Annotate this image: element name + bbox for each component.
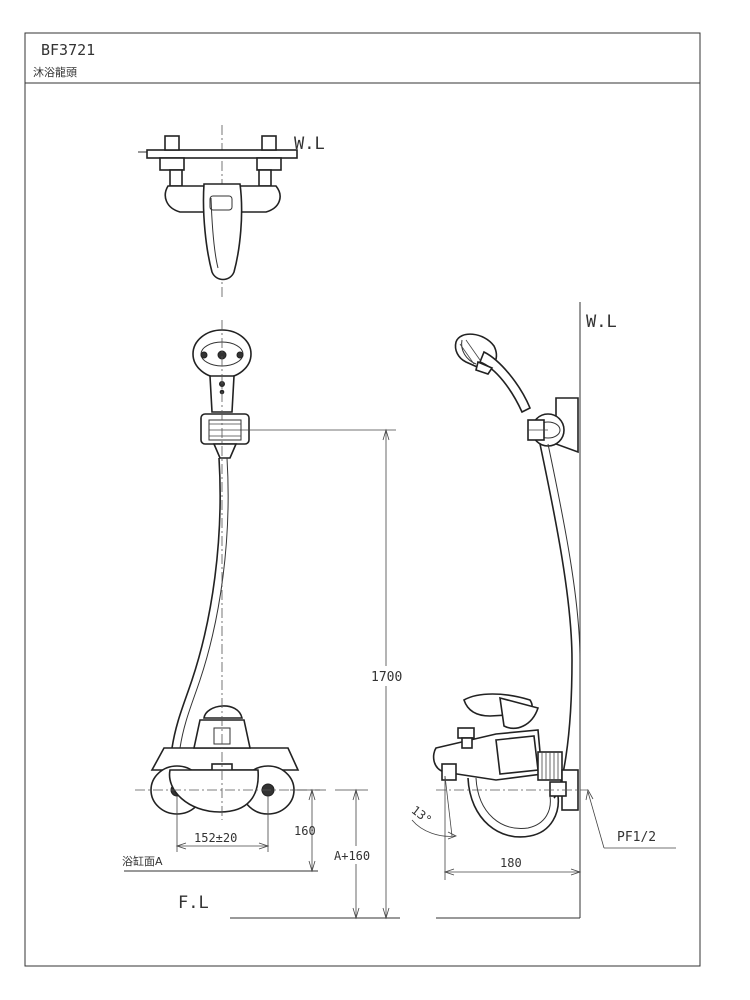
mixer-body-side [432, 727, 579, 811]
dimension-spout-height: 160 [290, 788, 326, 873]
shower-bracket-side [527, 397, 579, 454]
dimension-tub-offset: A+160 [332, 788, 382, 920]
dimension-1700: 1700 [368, 428, 408, 920]
tub-surface-label: 浴缸面A [122, 854, 163, 868]
side-view: W.L [432, 302, 617, 919]
floor-label: F.L [178, 893, 209, 913]
pipe-thread-label: PF1/2 [617, 830, 656, 845]
height-total-label: 1700 [371, 670, 402, 685]
pipe-thread-callout: PF1/2 [585, 788, 676, 849]
dimension-spacing: 152±20 [175, 796, 270, 852]
product-subtitle: 沐浴龍頭 [33, 65, 77, 79]
spout-height-label: 160 [294, 824, 316, 838]
angle-label: 13° [409, 803, 435, 827]
shower-hose [171, 457, 221, 749]
model-number: BF3721 [41, 41, 95, 59]
mixer-body-front [150, 705, 300, 815]
top-view: W.L [138, 125, 325, 300]
shower-holder [200, 413, 250, 459]
hand-shower-side [454, 333, 532, 414]
front-view [135, 320, 396, 820]
drawing-frame [24, 32, 701, 967]
dimension-depth: 180 [443, 776, 582, 880]
dimension-angle: 13° [409, 775, 457, 840]
depth-label: 180 [500, 856, 522, 870]
shower-hose-side [539, 443, 573, 799]
tub-offset-label: A+160 [334, 849, 370, 863]
wl-label-top: W.L [294, 134, 325, 154]
spacing-label: 152±20 [194, 831, 237, 845]
wl-label-side: W.L [586, 312, 617, 332]
